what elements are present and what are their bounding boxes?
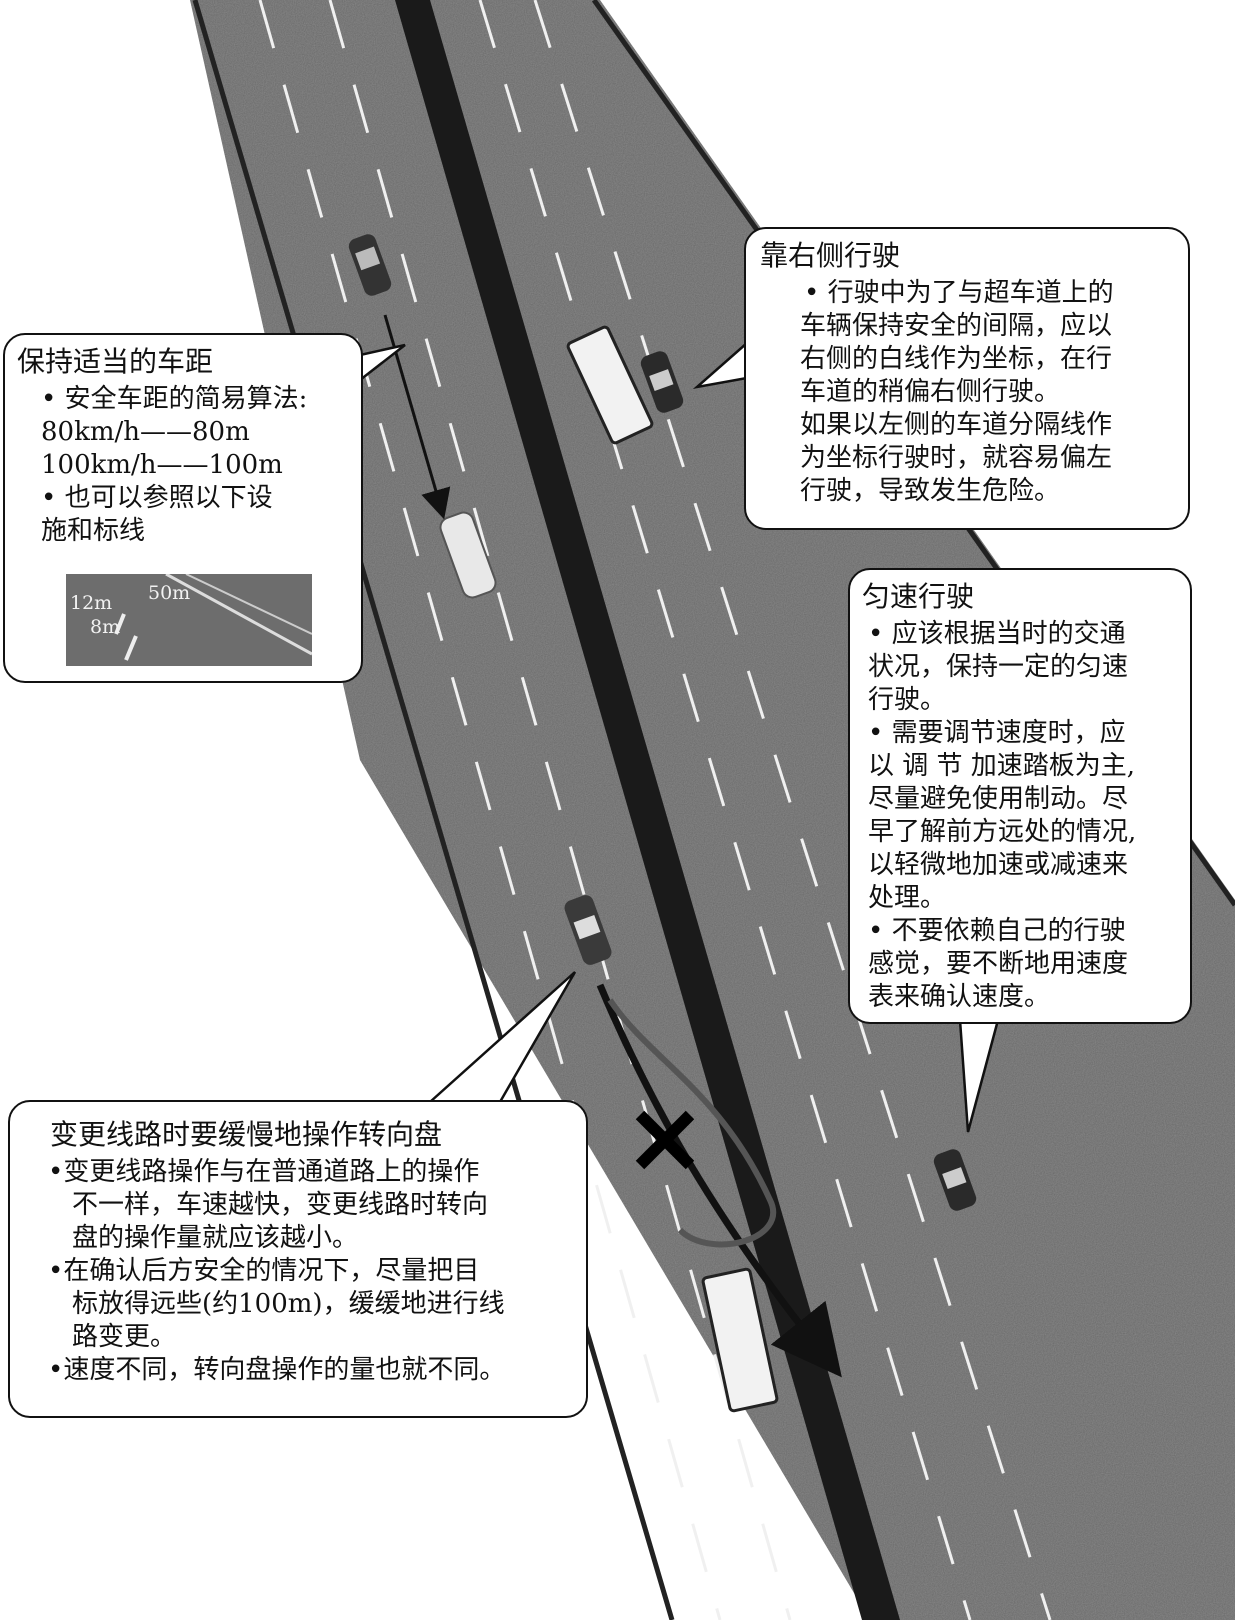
callout-line: 车辆保持安全的间隔，应以: [760, 310, 1174, 343]
callout-title: 保持适当的车距: [17, 345, 349, 379]
callout-line: 早了解前方远处的情况,: [862, 816, 1178, 849]
callout-line: 如果以左侧的车道分隔线作: [760, 409, 1174, 442]
callout-keep-right: 靠右侧行驶 • 行驶中为了与超车道上的 车辆保持安全的间隔，应以 右侧的白线作为…: [744, 227, 1190, 530]
callout-line: • 不要依赖自己的行驶: [862, 915, 1178, 948]
callout-title: 靠右侧行驶: [760, 239, 1174, 273]
callout-line: 以 调 节 加速踏板为主,: [862, 750, 1178, 783]
callout-line: 尽量避免使用制动。尽: [862, 783, 1178, 816]
callout-line: •变更线路操作与在普通道路上的操作: [28, 1156, 572, 1189]
callout-line: 路变更。: [28, 1321, 572, 1354]
callout-line: 行驶，导致发生危险。: [760, 475, 1174, 508]
callout-line: • 行驶中为了与超车道上的: [760, 277, 1174, 310]
callout-line: • 应该根据当时的交通: [862, 618, 1178, 651]
callout-line: 标放得远些(约100m)，缓缓地进行线: [28, 1288, 572, 1321]
inset-label: 8m: [90, 616, 120, 638]
callout-line: 以轻微地加速或减速来: [862, 849, 1178, 882]
callout-line: •在确认后方安全的情况下，尽量把目: [28, 1255, 572, 1288]
callout-line: 施和标线: [17, 515, 349, 548]
callout-constant-speed: 匀速行驶 • 应该根据当时的交通 状况，保持一定的匀速 行驶。 • 需要调节速度…: [848, 568, 1192, 1024]
callout-line: 表来确认速度。: [862, 981, 1178, 1014]
callout-title: 匀速行驶: [862, 580, 1178, 614]
inset-label: 50m: [148, 582, 190, 604]
callout-line: • 需要调节速度时，应: [862, 717, 1178, 750]
callout-line: • 也可以参照以下设: [17, 482, 349, 515]
callout-line: 车道的稍偏右侧行驶。: [760, 376, 1174, 409]
callout-line: 行驶。: [862, 684, 1178, 717]
callout-line: •速度不同，转向盘操作的量也就不同。: [28, 1354, 572, 1387]
callout-line: 右侧的白线作为坐标，在行: [760, 343, 1174, 376]
inset-label: 12m: [70, 592, 112, 614]
callout-lane-change: 变更线路时要缓慢地操作转向盘 •变更线路操作与在普通道路上的操作 不一样，车速越…: [8, 1100, 588, 1418]
callout-line: 处理。: [862, 882, 1178, 915]
callout-title: 变更线路时要缓慢地操作转向盘: [28, 1118, 572, 1152]
callout-line: 不一样，车速越快，变更线路时转向: [28, 1189, 572, 1222]
callout-line: 为坐标行驶时，就容易偏左: [760, 442, 1174, 475]
road-marking-photo: 12m 50m 8m: [66, 574, 312, 666]
callout-line: 感觉，要不断地用速度: [862, 948, 1178, 981]
callout-line: 80km/h——80m: [17, 416, 349, 449]
callout-line: 状况，保持一定的匀速: [862, 651, 1178, 684]
callout-line: 100km/h——100m: [17, 449, 349, 482]
callout-line: 盘的操作量就应该越小。: [28, 1222, 572, 1255]
callout-line: • 安全车距的简易算法:: [17, 383, 349, 416]
